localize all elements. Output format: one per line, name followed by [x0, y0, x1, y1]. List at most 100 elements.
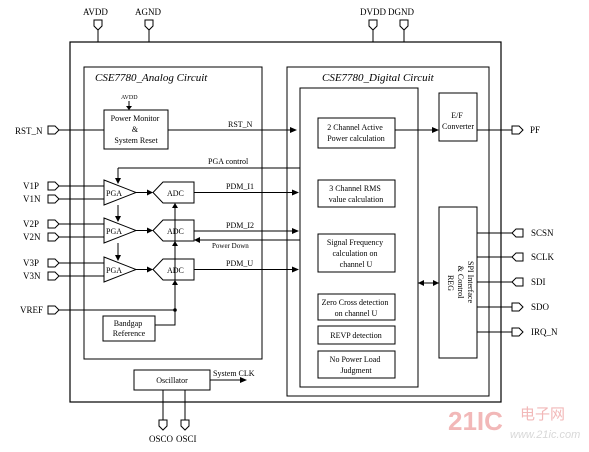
pin-irq-n: IRQ_N: [477, 327, 558, 337]
pga-1-label: PGA: [106, 189, 122, 198]
revp-block: REVP detection: [317, 325, 396, 345]
pga-3: PGA: [103, 256, 138, 283]
pin-dvdd-label: DVDD: [360, 7, 386, 17]
pga-2-label: PGA: [106, 227, 122, 236]
pin-v3n-label: V3N: [23, 271, 41, 281]
ef-converter-block: E/F Converter: [438, 92, 478, 142]
pin-v1p: V1P: [23, 181, 104, 191]
spi-line2: & Control: [456, 266, 465, 299]
power-monitor-line2: &: [132, 125, 139, 134]
signal-pga-control-label: PGA control: [208, 157, 249, 166]
adc-3: ADC: [152, 258, 195, 281]
pin-sclk: SCLK: [477, 252, 555, 262]
signal-power-down-label: Power Down: [212, 242, 249, 250]
rms-line1: 3 Channel RMS: [329, 184, 381, 193]
pin-v3n: V3N: [23, 271, 104, 281]
active-power-block: 2 Channel Active Power calculation: [317, 117, 396, 149]
analog-avdd-label: AVDD: [121, 95, 138, 101]
pin-pf-label: PF: [530, 125, 540, 135]
pin-pf: PF: [511, 125, 540, 135]
frequency-line2: calculation on: [332, 249, 377, 258]
pin-osco: OSCO: [149, 390, 174, 444]
adc-1: ADC: [152, 181, 195, 204]
pin-osci: OSCI: [176, 390, 197, 444]
oscillator-label: Oscillator: [156, 376, 188, 385]
pin-scsn: SCSN: [477, 228, 554, 238]
svg-text:No Power Load Judgment: No Power Load Judgment: [330, 355, 383, 375]
svg-text:3 Channel RMS value calc: 3 Channel RMS value calculation: [329, 184, 383, 204]
pin-v2n-label: V2N: [23, 232, 41, 242]
signal-pdm-i2-label: PDM_I2: [226, 221, 254, 230]
watermark-brand: 21IC: [448, 406, 503, 436]
spi-line1: SPI Interface: [466, 261, 475, 303]
adc-1-label: ADC: [167, 189, 184, 198]
pin-v2p: V2P: [23, 219, 104, 229]
pin-v2n: V2N: [23, 232, 104, 242]
pin-scsn-label: SCSN: [531, 228, 554, 238]
zero-cross-line1: Zero Cross detection: [322, 298, 389, 307]
zero-cross-block: Zero Cross detection on channel U: [317, 293, 396, 321]
pin-avdd: AVDD: [83, 7, 108, 42]
frequency-line3: channel U: [340, 260, 373, 269]
pin-sdi: SDI: [477, 277, 546, 287]
watermark-cn: 电子网: [520, 406, 565, 423]
svg-text:2 Channel Active Power c: 2 Channel Active Power calculation: [327, 123, 385, 143]
pin-agnd: AGND: [135, 7, 161, 42]
digital-core: [299, 87, 419, 388]
pin-avdd-label: AVDD: [83, 7, 108, 17]
ef-converter-line1: E/F: [451, 111, 463, 120]
signal-system-clk-label: System CLK: [213, 369, 255, 378]
pin-sdo: SDO: [477, 302, 550, 312]
watermark-logo: 21IC 电子网 www.21ic.com: [448, 406, 580, 441]
pin-dgnd: DGND: [388, 7, 414, 42]
spi-line3: REG: [446, 275, 455, 291]
zero-cross-line2: on channel U: [335, 309, 378, 318]
pin-v1n-label: V1N: [23, 194, 41, 204]
pin-osco-label: OSCO: [149, 434, 174, 444]
pin-dvdd: DVDD: [360, 7, 386, 42]
chip-outline: [69, 41, 502, 403]
pin-sclk-label: SCLK: [531, 252, 555, 262]
bandgap-line1: Bandgap: [114, 319, 142, 328]
no-load-line2: Judgment: [340, 366, 372, 375]
revp-label: REVP detection: [330, 331, 381, 340]
watermark-url: www.21ic.com: [510, 429, 580, 441]
pga-2: PGA: [103, 217, 138, 244]
pin-vref-label: VREF: [20, 305, 43, 315]
pin-v1n: V1N: [23, 194, 104, 204]
svg-text:Bandgap Reference: Bandgap Reference: [113, 319, 146, 338]
signal-pdm-i1-label: PDM_I1: [226, 182, 254, 191]
power-monitor-line1: Power Monitor: [111, 114, 160, 123]
svg-text:SPI Interface & Control: SPI Interface & Control REG: [446, 261, 475, 305]
pga-1: PGA: [103, 179, 138, 206]
power-monitor-block: Power Monitor & System Reset: [103, 109, 169, 150]
pga-3-label: PGA: [106, 266, 122, 275]
frequency-line1: Signal Frequency: [327, 238, 383, 247]
bandgap-line2: Reference: [113, 329, 146, 338]
pin-irq-n-label: IRQ_N: [531, 327, 558, 337]
signal-pdm-u-label: PDM_U: [226, 259, 253, 268]
bandgap-block: Bandgap Reference: [102, 315, 156, 342]
pin-v2p-label: V2P: [23, 219, 39, 229]
power-monitor-line3: System Reset: [114, 136, 158, 145]
active-power-line2: Power calculation: [327, 134, 385, 143]
rms-block: 3 Channel RMS value calculation: [317, 179, 396, 208]
svg-text:Power Monitor & Sy: Power Monitor & System Reset: [111, 114, 162, 145]
pin-osci-label: OSCI: [176, 434, 197, 444]
no-load-block: No Power Load Judgment: [317, 350, 396, 379]
svg-text:E/F Converter: E/F Converter: [442, 111, 474, 131]
pin-rst-n-label: RST_N: [15, 126, 43, 136]
ef-converter-line2: Converter: [442, 122, 474, 131]
pin-rst-n: RST_N: [15, 125, 104, 136]
signal-rst-n-label: RST_N: [228, 120, 253, 129]
rms-line2: value calculation: [329, 195, 383, 204]
analog-title: CSE7780_Analog Circuit: [95, 72, 208, 84]
svg-text:Signal Frequency calcula: Signal Frequency calculation on channel …: [327, 238, 385, 269]
active-power-line1: 2 Channel Active: [327, 123, 383, 132]
pin-v3p: V3P: [23, 258, 104, 268]
oscillator-block: Oscillator: [133, 369, 211, 391]
digital-title: CSE7780_Digital Circuit: [322, 72, 435, 84]
pin-sdi-label: SDI: [531, 277, 546, 287]
spi-block: SPI Interface & Control REG: [438, 206, 478, 359]
